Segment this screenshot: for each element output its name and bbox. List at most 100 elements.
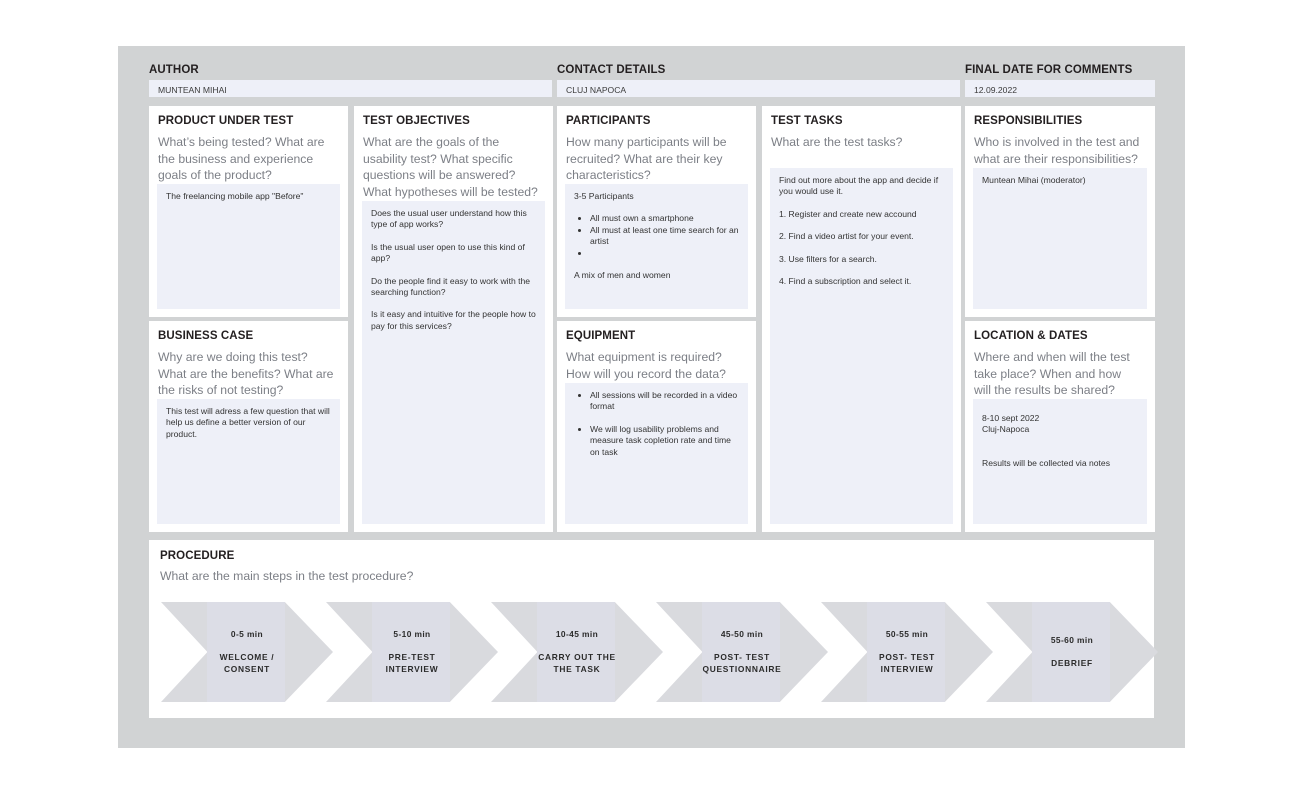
card-title: LOCATION & DATES xyxy=(974,330,1088,342)
product-under-test-answer[interactable]: The freelancing mobile app "Before" xyxy=(157,184,340,309)
objective-item: Does the usual user understand how this … xyxy=(371,208,527,230)
card-title: TEST OBJECTIVES xyxy=(363,115,470,127)
chevron-inner-panel xyxy=(1032,602,1110,702)
step-time: 10-45 min xyxy=(555,629,599,639)
card-business-case: BUSINESS CASE Why are we doing this test… xyxy=(149,321,348,532)
card-location-dates: LOCATION & DATES Where and when will the… xyxy=(965,321,1155,532)
card-title: PRODUCT UNDER TEST xyxy=(158,115,294,127)
participant-count: 3-5 Participants xyxy=(574,191,634,201)
contact-details-field[interactable]: CLUJ NAPOCA xyxy=(557,80,960,97)
answer-text: The freelancing mobile app "Before" xyxy=(166,191,304,201)
author-field[interactable]: MUNTEAN MIHAI xyxy=(149,80,552,97)
step-time: 50-55 min xyxy=(885,629,929,639)
place-text: Cluj-Napoca xyxy=(982,424,1030,435)
objective-item: Is the usual user open to use this kind … xyxy=(371,241,525,264)
dates-text: 8-10 sept 2022 xyxy=(982,413,1040,423)
answer-text: Muntean Mihai (moderator) xyxy=(982,175,1086,185)
equipment-answer[interactable]: All sessions will be recorded in a video… xyxy=(565,383,748,524)
task-item: 4. Find a subscription and select it. xyxy=(779,276,912,287)
equipment-item: All sessions will be recorded in a video… xyxy=(590,390,739,413)
equipment-item: We will log usability problems and measu… xyxy=(590,424,739,458)
step-name: WELCOME /CONSENT xyxy=(219,652,275,674)
spacer xyxy=(982,447,1138,458)
location-dates-answer[interactable]: 8-10 sept 2022 Cluj-Napoca Results will … xyxy=(973,399,1147,524)
answer-text: This test will adress a few question tha… xyxy=(166,406,330,439)
card-equipment: EQUIPMENT What equipment is required? Ho… xyxy=(557,321,756,532)
author-label: AUTHOR xyxy=(149,64,199,76)
chevron-inner-panel xyxy=(867,602,945,702)
equipment-list: All sessions will be recorded in a video… xyxy=(590,390,739,458)
final-date-field[interactable]: 12.09.2022 xyxy=(965,80,1155,97)
card-title: PARTICIPANTS xyxy=(566,115,651,127)
step-name: DEBRIEF xyxy=(1051,657,1093,668)
card-title: RESPONSIBILITIES xyxy=(974,115,1083,127)
card-prompt: What equipment is required? How will you… xyxy=(566,350,726,381)
card-prompt: Who is involved in the test and what are… xyxy=(974,135,1140,166)
criteria-item: All must at least one time search for an… xyxy=(590,225,739,248)
chevron-inner-panel xyxy=(537,602,615,702)
chevron-inner-panel xyxy=(372,602,450,702)
task-item: 2. Find a video artist for your event. xyxy=(779,231,914,242)
card-product-under-test: PRODUCT UNDER TEST What’s being tested? … xyxy=(149,106,348,317)
card-prompt: What are the goals of the usability test… xyxy=(363,135,538,199)
procedure-title: PROCEDURE xyxy=(160,550,235,562)
responsibilities-answer[interactable]: Muntean Mihai (moderator) xyxy=(973,168,1147,309)
card-procedure: PROCEDURE What are the main steps in the… xyxy=(149,540,1158,718)
sharing-text: Results will be collected via notes xyxy=(982,457,1111,468)
task-item: 3. Use filters for a search. xyxy=(779,253,877,264)
procedure-prompt: What are the main steps in the test proc… xyxy=(160,569,414,583)
criteria-item: All must own a smartphone xyxy=(590,213,739,224)
criteria-item xyxy=(590,248,739,259)
participant-criteria-list: All must own a smartphone All must at le… xyxy=(590,213,739,259)
card-prompt: Why are we doing this test? What are the… xyxy=(158,350,334,397)
card-title: EQUIPMENT xyxy=(566,330,636,342)
step-time: 55-60 min xyxy=(1050,634,1094,645)
board-canvas: AUTHOR MUNTEAN MIHAI CONTACT DETAILS CLU… xyxy=(118,46,1185,748)
contact-details-label: CONTACT DETAILS xyxy=(557,64,666,76)
step-time: 45-50 min xyxy=(720,629,764,639)
test-objectives-answers[interactable]: Does the usual user understand how this … xyxy=(362,201,545,524)
business-case-answer[interactable]: This test will adress a few question tha… xyxy=(157,399,340,524)
task-item: 1. Register and create new accound xyxy=(779,208,917,219)
chevron-inner-panel xyxy=(702,602,780,702)
chevron-inner-panel xyxy=(207,602,285,702)
card-prompt: Where and when will the test take place?… xyxy=(974,350,1130,397)
final-date-label: FINAL DATE FOR COMMENTS xyxy=(965,64,1133,76)
card-responsibilities: RESPONSIBILITIES Who is involved in the … xyxy=(965,106,1155,317)
card-title: TEST TASKS xyxy=(771,115,843,127)
test-tasks-answer[interactable]: Find out more about the app and decide i… xyxy=(770,168,953,524)
card-test-objectives: TEST OBJECTIVES What are the goals of th… xyxy=(354,106,553,532)
spacer xyxy=(590,413,739,424)
participants-answer[interactable]: 3-5 Participants All must own a smartpho… xyxy=(565,184,748,309)
card-test-tasks: TEST TASKS What are the test tasks? Find… xyxy=(762,106,961,532)
card-prompt: How many participants will be recruited?… xyxy=(566,135,727,182)
step-time: 5-10 min xyxy=(393,629,431,639)
card-participants: PARTICIPANTS How many participants will … xyxy=(557,106,756,317)
participant-note: A mix of men and women xyxy=(574,270,671,281)
card-prompt: What are the test tasks? xyxy=(771,135,903,149)
spacer xyxy=(574,259,739,270)
step-time: 0-5 min xyxy=(230,629,264,639)
tasks-intro: Find out more about the app and decide i… xyxy=(779,175,939,197)
card-title: BUSINESS CASE xyxy=(158,330,254,342)
objective-item: Is it easy and intuitive for the people … xyxy=(371,309,536,331)
card-prompt: What’s being tested? What are the busine… xyxy=(158,135,325,182)
objective-item: Do the people find it easy to work with … xyxy=(371,275,531,298)
